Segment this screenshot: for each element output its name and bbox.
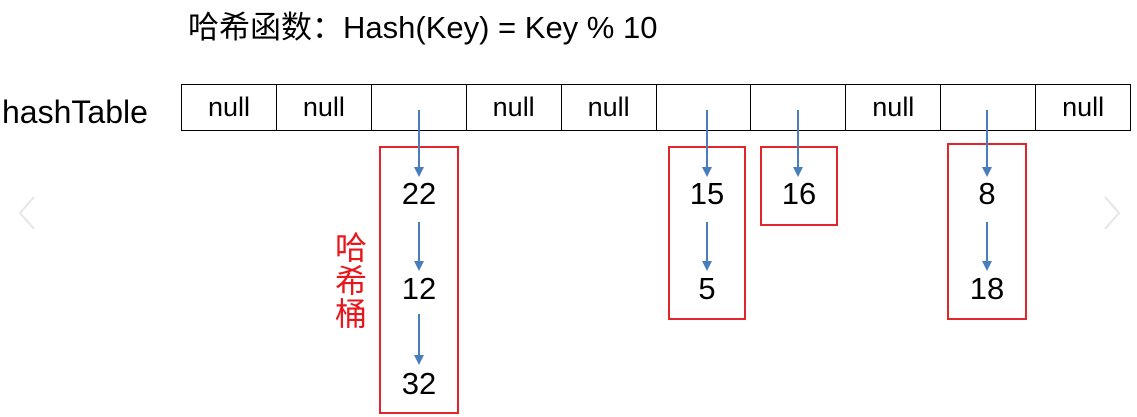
slot-5 (657, 85, 752, 130)
bucket-slot-6 (760, 146, 838, 226)
slot-0: null (182, 85, 277, 130)
chevron-left-icon[interactable] (14, 193, 42, 233)
bucket-value: 15 (689, 176, 725, 211)
hashtable-label: hashTable (2, 94, 148, 130)
bucket-value: 8 (978, 176, 996, 211)
slot-1: null (277, 85, 372, 130)
slot-4: null (562, 85, 657, 130)
bucket-value: 16 (781, 176, 817, 211)
bucket-value: 12 (401, 271, 437, 306)
bucket-value: 5 (698, 271, 716, 306)
slot-2 (372, 85, 467, 130)
hash-table-array: null null null null null null (181, 84, 1131, 131)
slot-9: null (1062, 92, 1105, 122)
hash-bucket-label: 哈希桶 (334, 229, 367, 333)
slot-7: null (846, 85, 942, 130)
hash-function-title: 哈希函数：Hash(Key) = Key % 10 (188, 10, 658, 45)
bucket-value: 32 (401, 366, 437, 401)
bucket-value: 22 (401, 176, 437, 211)
bucket-value: 18 (969, 271, 1005, 306)
slot-6 (751, 85, 847, 130)
chevron-right-icon[interactable] (1097, 193, 1125, 233)
slot-3: null (467, 85, 562, 130)
slot-8 (941, 85, 1037, 130)
